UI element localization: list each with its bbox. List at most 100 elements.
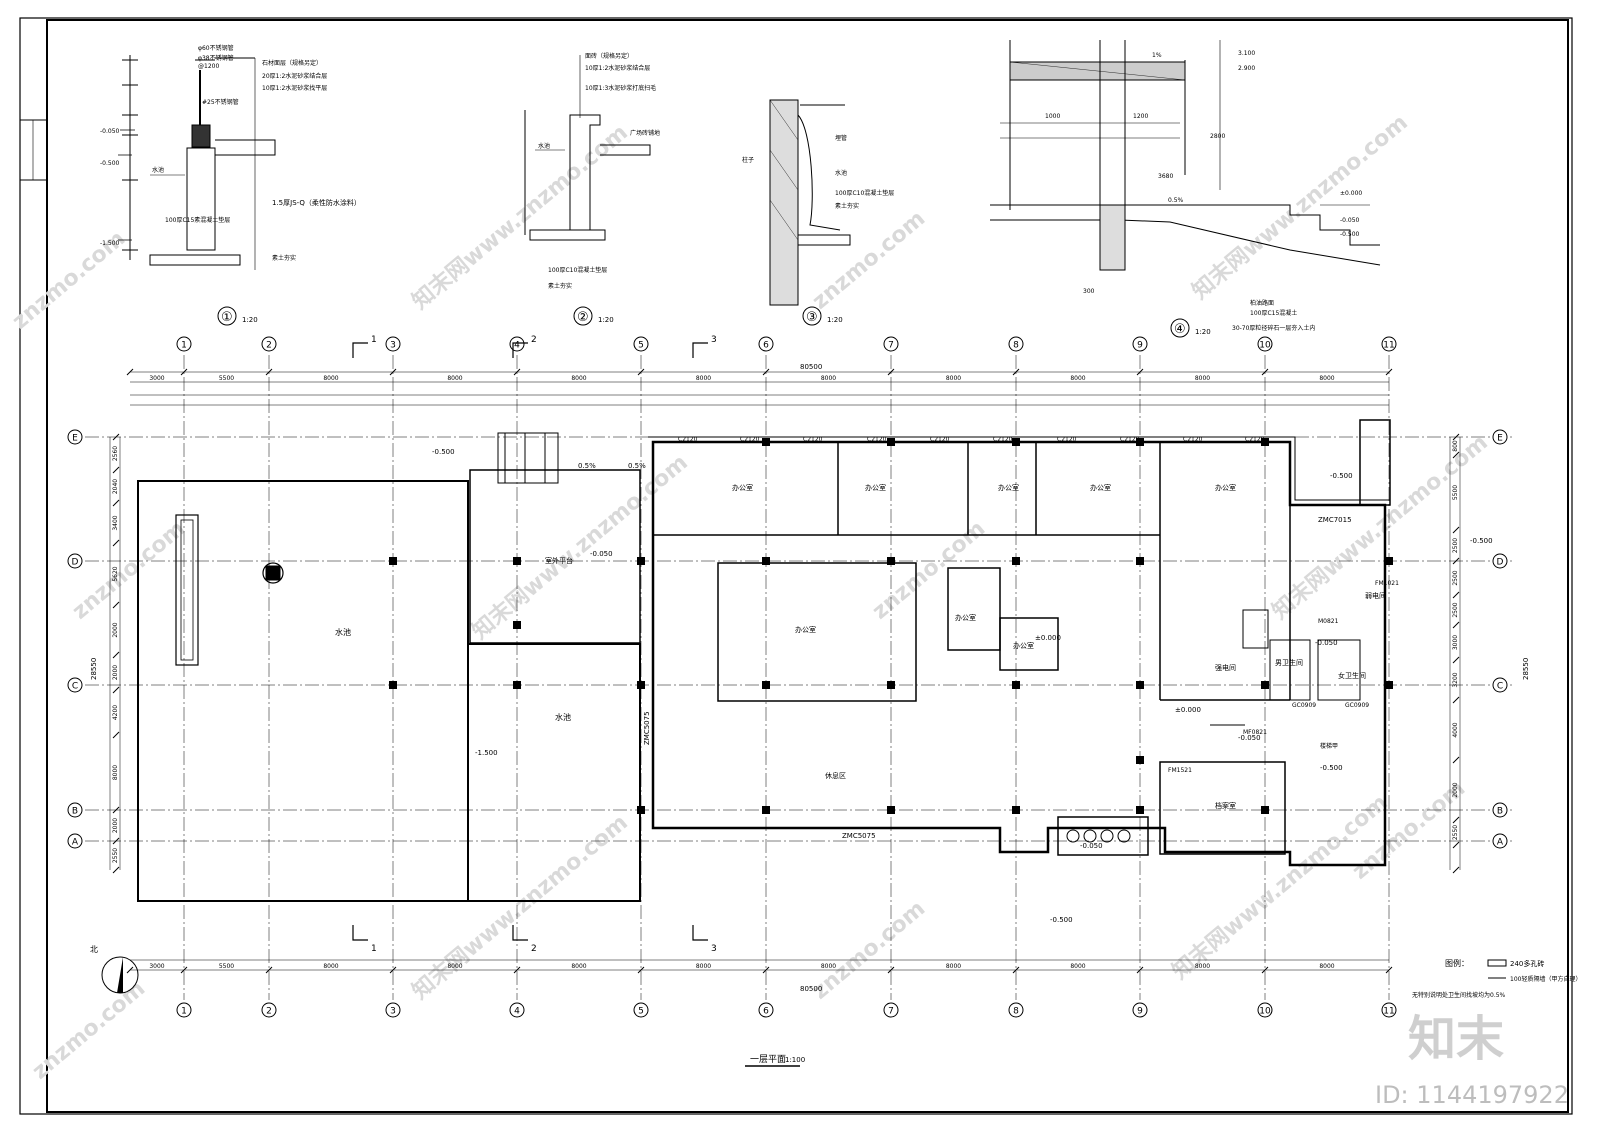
svg-text:C2120: C2120 bbox=[993, 436, 1013, 443]
room-office-7: 办公室 bbox=[955, 613, 976, 622]
axis-bubble-4 bbox=[509, 1002, 525, 1018]
plan-title: 一层平面 bbox=[750, 1054, 786, 1065]
svg-text:-0.500: -0.500 bbox=[432, 448, 455, 456]
axis-label-C: C bbox=[1497, 682, 1503, 692]
detail-4-number: ④ bbox=[1174, 322, 1186, 337]
svg-text:240多孔砖: 240多孔砖 bbox=[1510, 959, 1544, 968]
svg-text:C2120: C2120 bbox=[1183, 436, 1203, 443]
svg-text:3680: 3680 bbox=[1158, 173, 1173, 180]
svg-text:3: 3 bbox=[711, 944, 717, 954]
column bbox=[1385, 681, 1393, 689]
axis-label-5: 5 bbox=[638, 1007, 644, 1017]
door-window-tags: C2120 C2120 C2120 C2120 C2120 C2120 C212… bbox=[643, 436, 1399, 840]
axis-label-2: 2 bbox=[266, 341, 272, 351]
svg-text:0.5%: 0.5% bbox=[1168, 197, 1184, 204]
axis-label-8: 8 bbox=[1013, 1007, 1019, 1017]
axis-bubble-3 bbox=[385, 1002, 401, 1018]
dim-span: 8000 bbox=[447, 963, 462, 970]
svg-text:±0.000: ±0.000 bbox=[1175, 706, 1201, 714]
dim-span: 8000 bbox=[323, 375, 338, 382]
svg-text:1: 1 bbox=[371, 335, 377, 345]
axis-label-A: A bbox=[72, 838, 79, 848]
dim-span: 8000 bbox=[946, 375, 961, 382]
room-office-8: 办公室 bbox=[1013, 641, 1034, 650]
watermark-text: 知末网www.znzmo.com bbox=[467, 449, 693, 644]
svg-text:100轻质隔墙（甲方自理）: 100轻质隔墙（甲方自理） bbox=[1510, 975, 1581, 983]
axis-bubble-11 bbox=[1381, 336, 1397, 352]
column bbox=[1385, 557, 1393, 565]
svg-text:-0.050: -0.050 bbox=[1238, 734, 1261, 742]
svg-text:-0.500: -0.500 bbox=[1320, 764, 1343, 772]
dim-span: 8000 bbox=[1070, 375, 1085, 382]
elevation-marks: -0.500 -0.050 -1.500 ±0.000 ±0.000 -0.50… bbox=[432, 448, 1493, 924]
axis-bubble-7 bbox=[883, 1002, 899, 1018]
dim-span-left: 2000 bbox=[112, 818, 119, 833]
axis-label-3: 3 bbox=[390, 341, 396, 351]
watermark-text: znzmo.com bbox=[68, 516, 190, 624]
axis-bubble-1 bbox=[176, 1002, 192, 1018]
dim-span-left: 2550 bbox=[112, 848, 119, 863]
detail-2-scale: 1:20 bbox=[598, 316, 614, 324]
detail-3-marker bbox=[802, 306, 822, 326]
room-pool-2: 水池 bbox=[555, 712, 571, 722]
dim-span-right: 5500 bbox=[1452, 485, 1459, 500]
column bbox=[762, 806, 770, 814]
dim-span: 8000 bbox=[1319, 375, 1334, 382]
svg-text:C2120: C2120 bbox=[1120, 436, 1140, 443]
axis-label-4: 4 bbox=[514, 1007, 520, 1017]
svg-text:-0.050: -0.050 bbox=[1080, 842, 1103, 850]
detail-4-marker bbox=[1170, 318, 1190, 338]
watermark-text: 知末网www.znzmo.com bbox=[407, 809, 633, 1004]
axis-label-E: E bbox=[72, 434, 78, 444]
svg-text:φ38不锈钢管: φ38不锈钢管 bbox=[198, 54, 234, 62]
room-office-4: 办公室 bbox=[1090, 483, 1111, 492]
svg-text:±0.000: ±0.000 bbox=[1035, 634, 1061, 642]
column bbox=[513, 557, 521, 565]
axis-label-D: D bbox=[72, 558, 79, 568]
svg-text:2: 2 bbox=[531, 335, 537, 345]
detail-3-notes: 柱子 埋管 100厚C10混凝土垫层 素土夯实 水池 bbox=[742, 134, 894, 210]
axis-bubble-E bbox=[1492, 429, 1508, 445]
watermark-text: 知末网www.znzmo.com bbox=[1167, 789, 1393, 984]
pool-area bbox=[137, 480, 641, 902]
axis-bubble-5 bbox=[633, 336, 649, 352]
axis-label-E: E bbox=[1497, 434, 1503, 444]
dim-span-left: 2040 bbox=[112, 479, 119, 494]
detail-4 bbox=[990, 40, 1381, 271]
svg-text:C2120: C2120 bbox=[678, 436, 698, 443]
axis-label-9: 9 bbox=[1137, 1007, 1143, 1017]
axis-label-D: D bbox=[1497, 558, 1504, 568]
dim-span-right: 3000 bbox=[1452, 635, 1459, 650]
svg-text:3: 3 bbox=[711, 335, 717, 345]
svg-text:10厚1:2水泥砂浆找平层: 10厚1:2水泥砂浆找平层 bbox=[262, 84, 327, 92]
svg-text:素土夯实: 素土夯实 bbox=[548, 282, 572, 290]
total-depth-left: 28550 bbox=[90, 658, 98, 680]
detail-1-notes: φ60不锈钢管 φ38不锈钢管 @1200 #25不锈钢管 石材面层（规格另定）… bbox=[100, 44, 361, 262]
axis-bubble-1 bbox=[176, 336, 192, 352]
dim-span: 8000 bbox=[571, 963, 586, 970]
svg-text:10厚1:3水泥砂浆打底扫毛: 10厚1:3水泥砂浆打底扫毛 bbox=[585, 84, 656, 92]
svg-text:φ60不锈钢管: φ60不锈钢管 bbox=[198, 44, 234, 52]
svg-text:2.900: 2.900 bbox=[1238, 65, 1255, 72]
dim-span-right: 800 bbox=[1452, 440, 1459, 452]
axis-bubble-6 bbox=[758, 1002, 774, 1018]
svg-text:-0.050: -0.050 bbox=[100, 128, 120, 135]
axis-label-11: 11 bbox=[1383, 1007, 1394, 1017]
detail-2-notes: 面砖（规格另定） 10厚1:2水泥砂浆结合层 10厚1:3水泥砂浆打底扫毛 广场… bbox=[538, 52, 660, 290]
id-label: ID: 1144197922 bbox=[1375, 1081, 1569, 1109]
brand-logo: 知末 bbox=[1408, 1011, 1504, 1067]
dim-span: 3000 bbox=[149, 963, 164, 970]
axis-bubble-C bbox=[67, 677, 83, 693]
watermark-text: 知末网www.znzmo.com bbox=[407, 119, 633, 314]
column bbox=[513, 681, 521, 689]
svg-text:-1.500: -1.500 bbox=[100, 240, 120, 247]
axis-label-7: 7 bbox=[888, 1007, 894, 1017]
svg-text:M0821: M0821 bbox=[1318, 618, 1339, 625]
svg-text:面砖（规格另定）: 面砖（规格另定） bbox=[585, 52, 633, 60]
svg-text:20厚1:2水泥砂浆结合层: 20厚1:2水泥砂浆结合层 bbox=[262, 72, 327, 80]
axis-label-4: 4 bbox=[514, 341, 520, 351]
dim-span-left: 8000 bbox=[112, 765, 119, 780]
svg-text:-1.500: -1.500 bbox=[475, 749, 498, 757]
